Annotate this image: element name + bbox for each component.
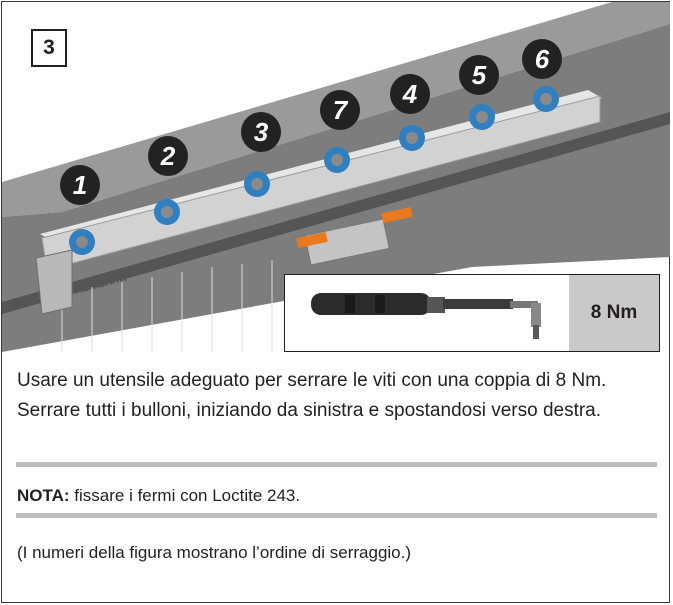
note: NOTA: fissare i fermi con Loctite 243. <box>17 486 300 506</box>
svg-text:3: 3 <box>254 117 269 147</box>
screw-5 <box>469 104 495 130</box>
installation-illustration: RENISHAW 1 2 3 7 4 5 6 <box>2 2 670 352</box>
note-text: fissare i fermi con Loctite 243. <box>69 486 301 505</box>
screw-6 <box>533 86 559 112</box>
svg-text:6: 6 <box>535 44 550 74</box>
svg-text:2: 2 <box>160 141 176 171</box>
order-label-3: 3 <box>241 112 281 152</box>
torque-wrench-icon <box>311 293 541 339</box>
svg-text:1: 1 <box>73 170 87 200</box>
screw-3 <box>244 171 270 197</box>
orange-clip-right <box>381 206 413 224</box>
caption: (I numeri della figura mostrano l’ordine… <box>17 543 412 562</box>
order-label-1: 1 <box>60 165 100 205</box>
svg-text:4: 4 <box>402 79 418 109</box>
note-label: NOTA: <box>17 486 70 505</box>
step-number: 3 <box>31 29 67 67</box>
divider <box>16 513 657 518</box>
readhead <box>304 218 390 266</box>
order-label-7: 7 <box>320 90 360 130</box>
order-label-5: 5 <box>459 55 499 95</box>
screw-1 <box>69 229 95 255</box>
wall-hatching <box>61 260 273 352</box>
order-label-4: 4 <box>390 74 430 114</box>
screw-4 <box>399 125 425 151</box>
torque-panel: 8 Nm <box>284 274 660 352</box>
rail-end-cap <box>35 249 73 315</box>
svg-text:5: 5 <box>472 60 487 90</box>
screw-2 <box>154 199 180 225</box>
instruction-text: Usare un utensile adeguato per serrare l… <box>17 370 607 421</box>
wall-slot <box>2 112 670 314</box>
svg-text:7: 7 <box>333 95 349 125</box>
divider <box>16 462 657 467</box>
order-label-6: 6 <box>522 39 562 79</box>
order-label-2: 2 <box>148 136 188 176</box>
screw-7 <box>324 147 350 173</box>
torque-value: 8 Nm <box>569 275 659 351</box>
orange-clip-left <box>296 231 328 249</box>
